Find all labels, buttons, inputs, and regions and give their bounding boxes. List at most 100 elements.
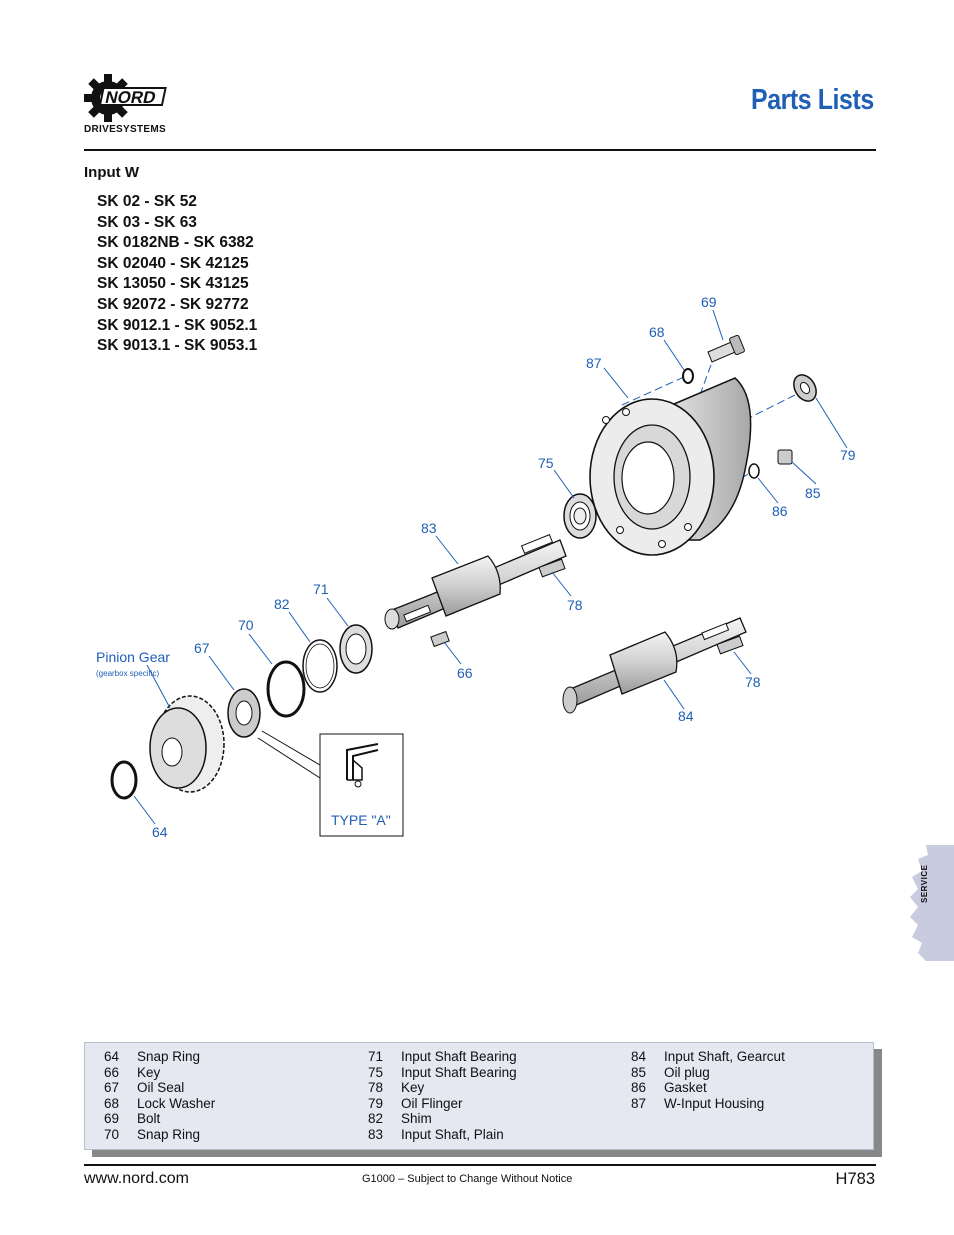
callout-75: 75 xyxy=(538,455,554,471)
part-number: 68 xyxy=(103,1095,119,1111)
part-name: W-Input Housing xyxy=(664,1095,765,1111)
part-name: Oil Seal xyxy=(137,1080,185,1096)
part-name: Input Shaft Bearing xyxy=(401,1064,517,1080)
oil-plug-85 xyxy=(777,449,793,465)
callout-71: 71 xyxy=(313,581,329,597)
input-shaft-84 xyxy=(562,617,747,714)
part-name: Lock Washer xyxy=(137,1095,216,1111)
model-item: SK 02040 - SK 42125 xyxy=(97,254,249,272)
shim-82 xyxy=(302,639,338,693)
website-link[interactable]: www.nord.com xyxy=(84,1170,189,1187)
model-item: SK 92072 - SK 92772 xyxy=(97,295,249,313)
type-a-label: TYPE "A" xyxy=(331,812,391,828)
legend-row: 86 Gasket xyxy=(618,1080,785,1096)
legend-row: 79 Oil Flinger xyxy=(355,1096,517,1112)
part-number: 67 xyxy=(103,1080,119,1096)
part-number: 64 xyxy=(103,1049,119,1064)
part-name: Key xyxy=(137,1064,161,1080)
callout-79: 79 xyxy=(840,447,856,463)
part-number: 82 xyxy=(367,1111,383,1127)
part-number: 78 xyxy=(367,1080,383,1096)
model-item: SK 9012.1 - SK 9052.1 xyxy=(97,316,258,334)
model-item: SK 9013.1 - SK 9053.1 xyxy=(97,337,258,355)
footer-notice: G1000 – Subject to Change Without Notice xyxy=(362,1173,573,1185)
callout-70: 70 xyxy=(238,617,254,633)
callout-67: 67 xyxy=(194,640,210,656)
callout-86: 86 xyxy=(772,503,788,519)
callout-66: 66 xyxy=(457,665,473,681)
part-name: Key xyxy=(401,1080,425,1096)
part-name: Input Shaft, Plain xyxy=(401,1126,504,1142)
callout-82: 82 xyxy=(274,596,290,612)
input-shaft-83 xyxy=(384,534,567,630)
exploded-parts-diagram: 69 68 87 79 75 86 85 83 71 78 82 70 67 6… xyxy=(96,294,856,840)
legend-row: 75 Input Shaft Bearing xyxy=(355,1065,517,1081)
part-number: 71 xyxy=(367,1049,383,1064)
service-tab-gear xyxy=(910,845,954,961)
callout-64: 64 xyxy=(152,824,168,840)
legend-row: 82 Shim xyxy=(355,1111,517,1127)
callout-87: 87 xyxy=(586,355,602,371)
part-name: Gasket xyxy=(664,1080,707,1096)
key-78b xyxy=(716,635,744,655)
gasket-86 xyxy=(748,463,760,479)
footer-rule xyxy=(84,1164,876,1166)
part-number: 83 xyxy=(367,1126,383,1142)
part-name: Input Shaft, Gearcut xyxy=(664,1049,785,1064)
part-number: 69 xyxy=(103,1111,119,1127)
part-name: Snap Ring xyxy=(137,1126,201,1142)
legend-row: 87 W-Input Housing xyxy=(618,1096,785,1112)
snap-ring-70 xyxy=(266,660,306,718)
callout-83: 83 xyxy=(421,520,437,536)
housing-87 xyxy=(589,377,752,556)
callout-78b: 78 xyxy=(745,674,761,690)
snap-ring-64 xyxy=(110,760,138,800)
part-number: 86 xyxy=(630,1080,646,1096)
part-name: Shim xyxy=(401,1111,432,1127)
type-a-detail xyxy=(319,733,404,837)
header-rule xyxy=(84,149,876,151)
model-item: SK 02 - SK 52 xyxy=(97,193,197,210)
part-number: 75 xyxy=(367,1064,383,1080)
pinion-gear xyxy=(149,695,225,793)
service-tab[interactable]: SERVICE xyxy=(906,845,954,961)
page-title: Parts Lists xyxy=(751,84,874,116)
service-tab-label: SERVICE xyxy=(920,864,929,903)
model-item: SK 03 - SK 63 xyxy=(97,213,197,231)
part-number: 85 xyxy=(630,1064,646,1080)
legend-row: 84 Input Shaft, Gearcut xyxy=(618,1049,785,1065)
key-78a xyxy=(538,558,566,578)
page-number: H783 xyxy=(835,1170,875,1188)
callout-69: 69 xyxy=(701,294,717,310)
key-66 xyxy=(430,630,450,648)
callout-78: 78 xyxy=(567,597,583,613)
legend-row: 83 Input Shaft, Plain xyxy=(355,1127,517,1143)
legend-row: 78 Key xyxy=(355,1080,517,1096)
svg-text:NORD: NORD xyxy=(104,87,158,107)
callout-84: 84 xyxy=(678,708,694,724)
section-title: Input W xyxy=(84,164,139,181)
legend-row: 68 Lock Washer xyxy=(91,1096,215,1112)
bearing-71 xyxy=(339,624,373,674)
part-name: Oil Flinger xyxy=(401,1095,463,1111)
part-number: 87 xyxy=(630,1095,646,1111)
part-name: Input Shaft Bearing xyxy=(401,1049,517,1064)
pinion-gear-label: Pinion Gear xyxy=(96,649,170,665)
part-number: 79 xyxy=(367,1095,383,1111)
callout-68: 68 xyxy=(649,324,665,340)
bearing-75 xyxy=(563,493,597,539)
model-item: SK 13050 - SK 43125 xyxy=(97,275,249,293)
brand-subtitle: DRIVESYSTEMS xyxy=(84,124,166,135)
pinion-gear-note: (gearbox specific) xyxy=(96,669,159,678)
part-number: 84 xyxy=(630,1049,646,1064)
callout-85: 85 xyxy=(805,485,821,501)
